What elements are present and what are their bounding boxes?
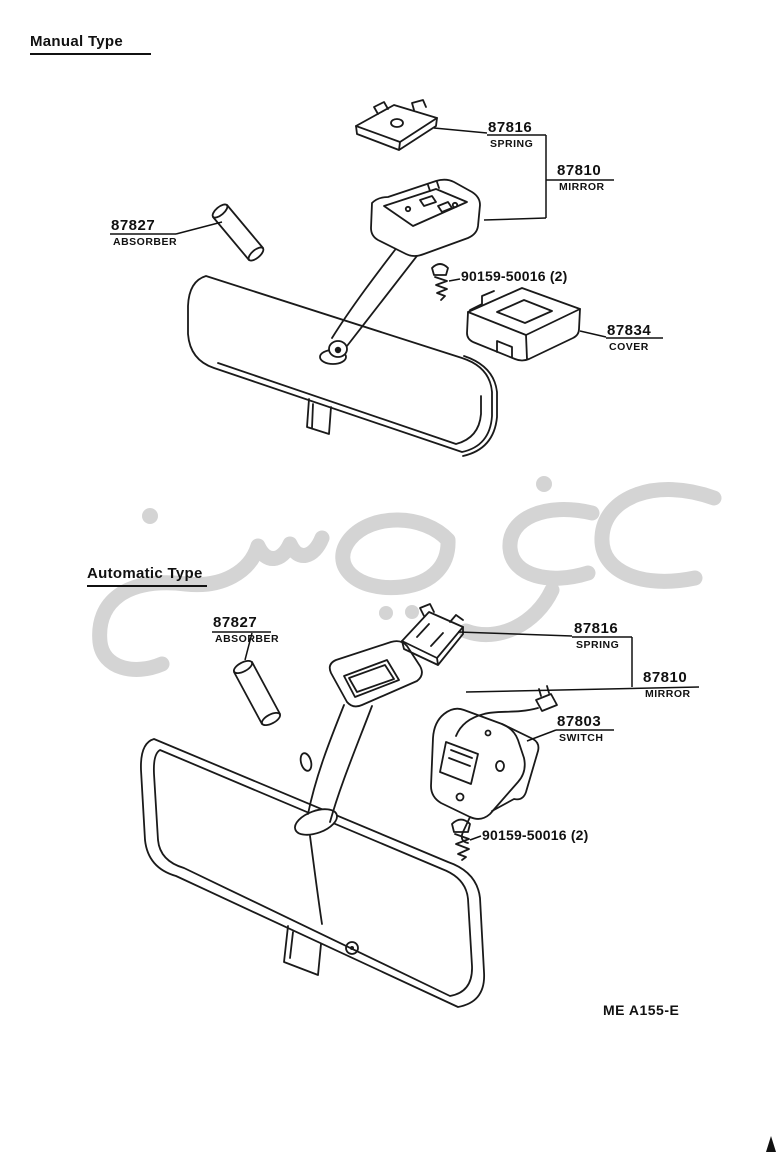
label-manual-absorber: 87827 ABSORBER — [111, 218, 177, 248]
part-number: 87810 — [557, 162, 602, 179]
part-name: SPRING — [576, 639, 620, 651]
manual-type-heading: Manual Type — [30, 33, 152, 55]
label-manual-screw: 90159-50016 (2) — [461, 269, 568, 283]
part-number: 87827 — [111, 217, 156, 234]
label-manual-mirror: 87810 MIRROR — [557, 163, 605, 193]
part-name: MIRROR — [559, 181, 605, 193]
label-auto-switch: 87803 SWITCH — [557, 714, 603, 744]
part-name: COVER — [609, 341, 649, 353]
part-number: 87816 — [488, 119, 533, 136]
part-number: 87834 — [607, 322, 652, 339]
label-manual-cover: 87834 COVER — [607, 323, 651, 353]
part-name: ABSORBER — [113, 236, 178, 248]
corner-mark — [766, 1136, 776, 1152]
part-number: 90159-50016 (2) — [461, 268, 568, 284]
label-auto-spring: 87816 SPRING — [574, 621, 619, 651]
manual-mirror-drawing — [187, 99, 581, 457]
part-name: MIRROR — [645, 688, 691, 700]
part-number: 87816 — [574, 620, 619, 637]
label-auto-screw: 90159-50016 (2) — [482, 828, 589, 842]
sheet-code: ME A155-E — [603, 1002, 680, 1018]
part-name: SWITCH — [559, 732, 604, 744]
part-number: 90159-50016 (2) — [482, 827, 589, 843]
part-name: ABSORBER — [215, 633, 280, 645]
label-auto-mirror: 87810 MIRROR — [643, 670, 691, 700]
label-manual-spring: 87816 SPRING — [488, 120, 533, 150]
automatic-mirror-drawing — [140, 603, 558, 1008]
label-auto-absorber: 87827 ABSORBER — [213, 615, 279, 645]
part-name: SPRING — [490, 138, 534, 150]
leader-lines — [110, 127, 700, 841]
part-number: 87827 — [213, 614, 258, 631]
automatic-type-heading: Automatic Type — [87, 565, 207, 587]
part-number: 87810 — [643, 669, 688, 686]
watermark-logo — [92, 476, 722, 677]
part-number: 87803 — [557, 713, 602, 730]
